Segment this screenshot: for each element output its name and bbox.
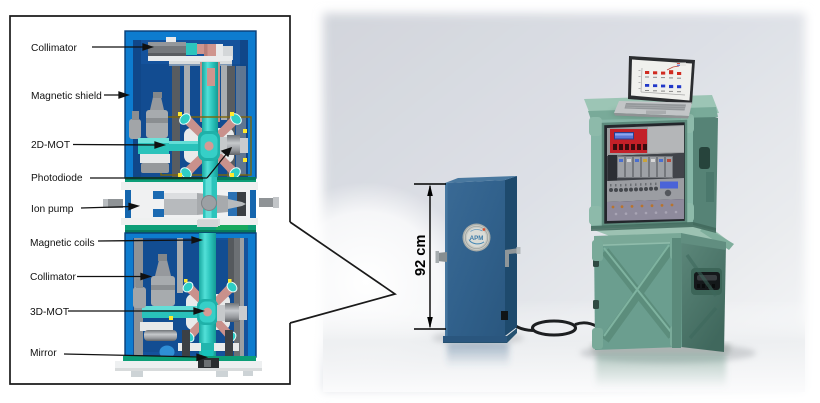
svg-text:Magnetic coils: Magnetic coils [30,238,95,249]
svg-text:APM: APM [470,235,484,242]
svg-text:Mirror: Mirror [30,348,57,359]
svg-text:Photodiode: Photodiode [31,173,83,184]
svg-text:92 cm: 92 cm [413,235,429,276]
svg-text:Collimator: Collimator [31,43,77,54]
svg-text:2D-MOT: 2D-MOT [31,140,70,151]
svg-text:Ion pump: Ion pump [31,204,74,215]
svg-text:Magnetic shield: Magnetic shield [31,91,102,102]
svg-text:3D-MOT: 3D-MOT [30,307,69,318]
svg-text:Collimator: Collimator [30,272,76,283]
